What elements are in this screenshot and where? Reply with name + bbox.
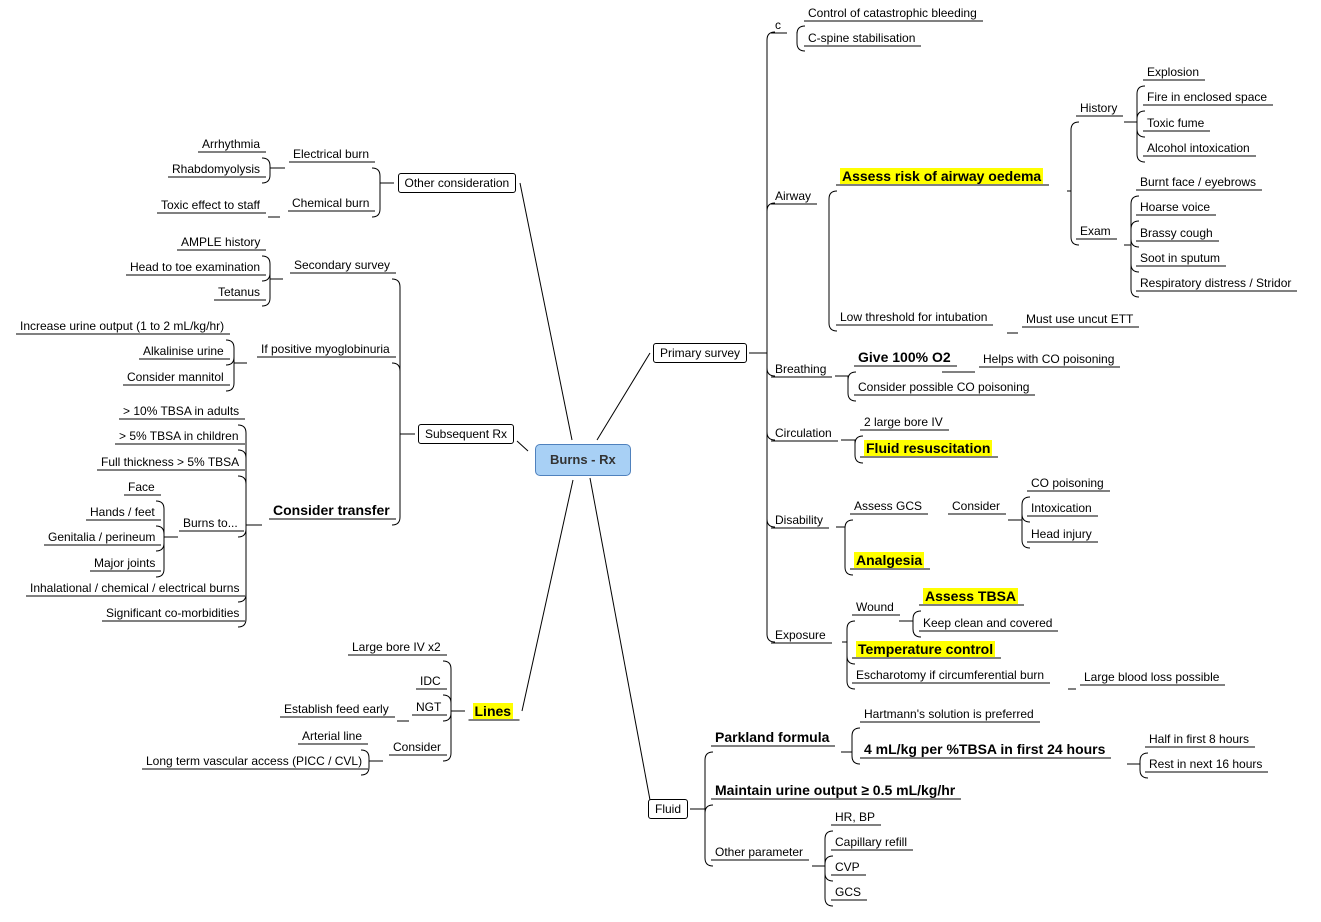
hartmann-node: Hartmann's solution is preferred <box>864 707 1034 721</box>
exam-item: Hoarse voice <box>1140 200 1211 214</box>
consider-item: Head injury <box>1031 527 1092 541</box>
history-item: Toxic fume <box>1147 116 1205 130</box>
exam-item: Respiratory distress / Stridor <box>1140 276 1292 290</box>
wound-node: Wound <box>856 600 894 614</box>
exam-item: Burnt face / eyebrows <box>1140 175 1257 189</box>
exam-item: Soot in sputum <box>1140 251 1221 265</box>
chemical-item: Toxic effect to staff <box>161 198 260 212</box>
myo-item: Alkalinise urine <box>143 344 224 358</box>
circulation-node: Circulation <box>775 426 832 440</box>
consider-node: Consider <box>952 499 1001 513</box>
low-threshold-node: Low threshold for intubation <box>840 310 988 324</box>
formula-node: 4 mL/kg per %TBSA in first 24 hours <box>864 741 1106 757</box>
transfer-item: > 10% TBSA in adults <box>123 404 240 418</box>
history-item: Fire in enclosed space <box>1147 90 1268 104</box>
transfer-item: Significant co-morbidities <box>106 606 240 620</box>
lines-consider-item: Long term vascular access (PICC / CVL) <box>146 754 363 768</box>
give-o2-node: Give 100% O2 <box>858 349 951 365</box>
helps-co-node: Helps with CO poisoning <box>983 352 1115 366</box>
ngt-node: NGT <box>416 700 442 714</box>
airway-node: Airway <box>775 189 812 203</box>
myo-item: Consider mannitol <box>127 370 224 384</box>
other-item: GCS <box>835 885 862 899</box>
other-item: Capillary refill <box>835 835 908 849</box>
electrical-node: Electrical burn <box>293 147 370 161</box>
parkland-node: Parkland formula <box>715 729 830 745</box>
burns-to-item: Major joints <box>94 556 156 570</box>
history-item: Explosion <box>1147 65 1200 79</box>
electrical-item: Arrhythmia <box>202 137 261 151</box>
exposure-node: Exposure <box>775 628 826 642</box>
exam-node: Exam <box>1080 224 1111 238</box>
feed-node: Establish feed early <box>284 702 389 716</box>
burns-to-item: Hands / feet <box>90 505 155 519</box>
history-node: History <box>1080 101 1118 115</box>
subsequent-node: Subsequent Rx <box>418 424 515 444</box>
history-item: Alcohol intoxication <box>1147 141 1250 155</box>
keep-clean-node: Keep clean and covered <box>923 616 1053 630</box>
temp-control-node: Temperature control <box>856 641 996 657</box>
burns-to-item: Genitalia / perineum <box>48 530 156 544</box>
lines-consider-item: Arterial line <box>302 729 363 743</box>
assess-gcs-node: Assess GCS <box>854 499 923 513</box>
transfer-item: Inhalational / chemical / electrical bur… <box>30 581 240 595</box>
lines-node: Lines <box>472 703 514 719</box>
other-item: HR, BP <box>835 810 876 824</box>
analgesia-node: Analgesia <box>854 552 925 568</box>
secondary-node: Secondary survey <box>294 258 391 272</box>
myoglobinuria-node: If positive myoglobinuria <box>261 342 390 356</box>
disability-node: Disability <box>775 513 824 527</box>
fluid-node: Fluid <box>648 799 689 819</box>
consider-item: CO poisoning <box>1031 476 1104 490</box>
secondary-item: Head to toe examination <box>130 260 261 274</box>
c-item: Control of catastrophic bleeding <box>808 6 977 20</box>
escharotomy-node: Escharotomy if circumferential burn <box>856 668 1045 682</box>
other-item: CVP <box>835 860 860 874</box>
half-node: Half in first 8 hours <box>1149 732 1250 746</box>
large-bore-iv-node: Large bore IV x2 <box>352 640 441 654</box>
rest-node: Rest in next 16 hours <box>1149 757 1263 771</box>
transfer-node: Consider transfer <box>273 502 390 518</box>
breathing-node: Breathing <box>775 362 827 376</box>
lines-consider-node: Consider <box>393 740 442 754</box>
chemical-node: Chemical burn <box>292 196 370 210</box>
myo-item: Increase urine output (1 to 2 mL/kg/hr) <box>20 319 225 333</box>
consider-item: Intoxication <box>1031 501 1092 515</box>
center-node: Burns - Rx <box>535 444 631 476</box>
exam-item: Brassy cough <box>1140 226 1213 240</box>
burns-to-item: Face <box>128 480 155 494</box>
urine-node: Maintain urine output ≥ 0.5 mL/kg/hr <box>715 782 956 798</box>
c-item: C-spine stabilisation <box>808 31 916 45</box>
other-parameter-node: Other parameter <box>715 845 804 859</box>
assess-tbsa-node: Assess TBSA <box>923 588 1019 604</box>
primary-survey-node: Primary survey <box>653 343 748 363</box>
secondary-item: Tetanus <box>218 285 261 299</box>
uncut-ett-node: Must use uncut ETT <box>1026 312 1134 326</box>
assess-airway-node: Assess risk of airway oedema <box>840 168 1044 184</box>
burns-to-node: Burns to... <box>183 516 238 530</box>
fluid-resus-node: Fluid resuscitation <box>864 440 993 456</box>
secondary-item: AMPLE history <box>181 235 261 249</box>
c-node: c <box>775 18 781 32</box>
electrical-item: Rhabdomyolysis <box>172 162 261 176</box>
other-consideration-node: Other consideration <box>397 173 517 193</box>
consider-co-node: Consider possible CO poisoning <box>858 380 1030 394</box>
blood-loss-node: Large blood loss possible <box>1084 670 1220 684</box>
transfer-item: > 5% TBSA in children <box>119 429 239 443</box>
idc-node: IDC <box>420 674 441 688</box>
large-bore-node: 2 large bore IV <box>864 415 943 429</box>
transfer-item: Full thickness > 5% TBSA <box>101 455 240 469</box>
